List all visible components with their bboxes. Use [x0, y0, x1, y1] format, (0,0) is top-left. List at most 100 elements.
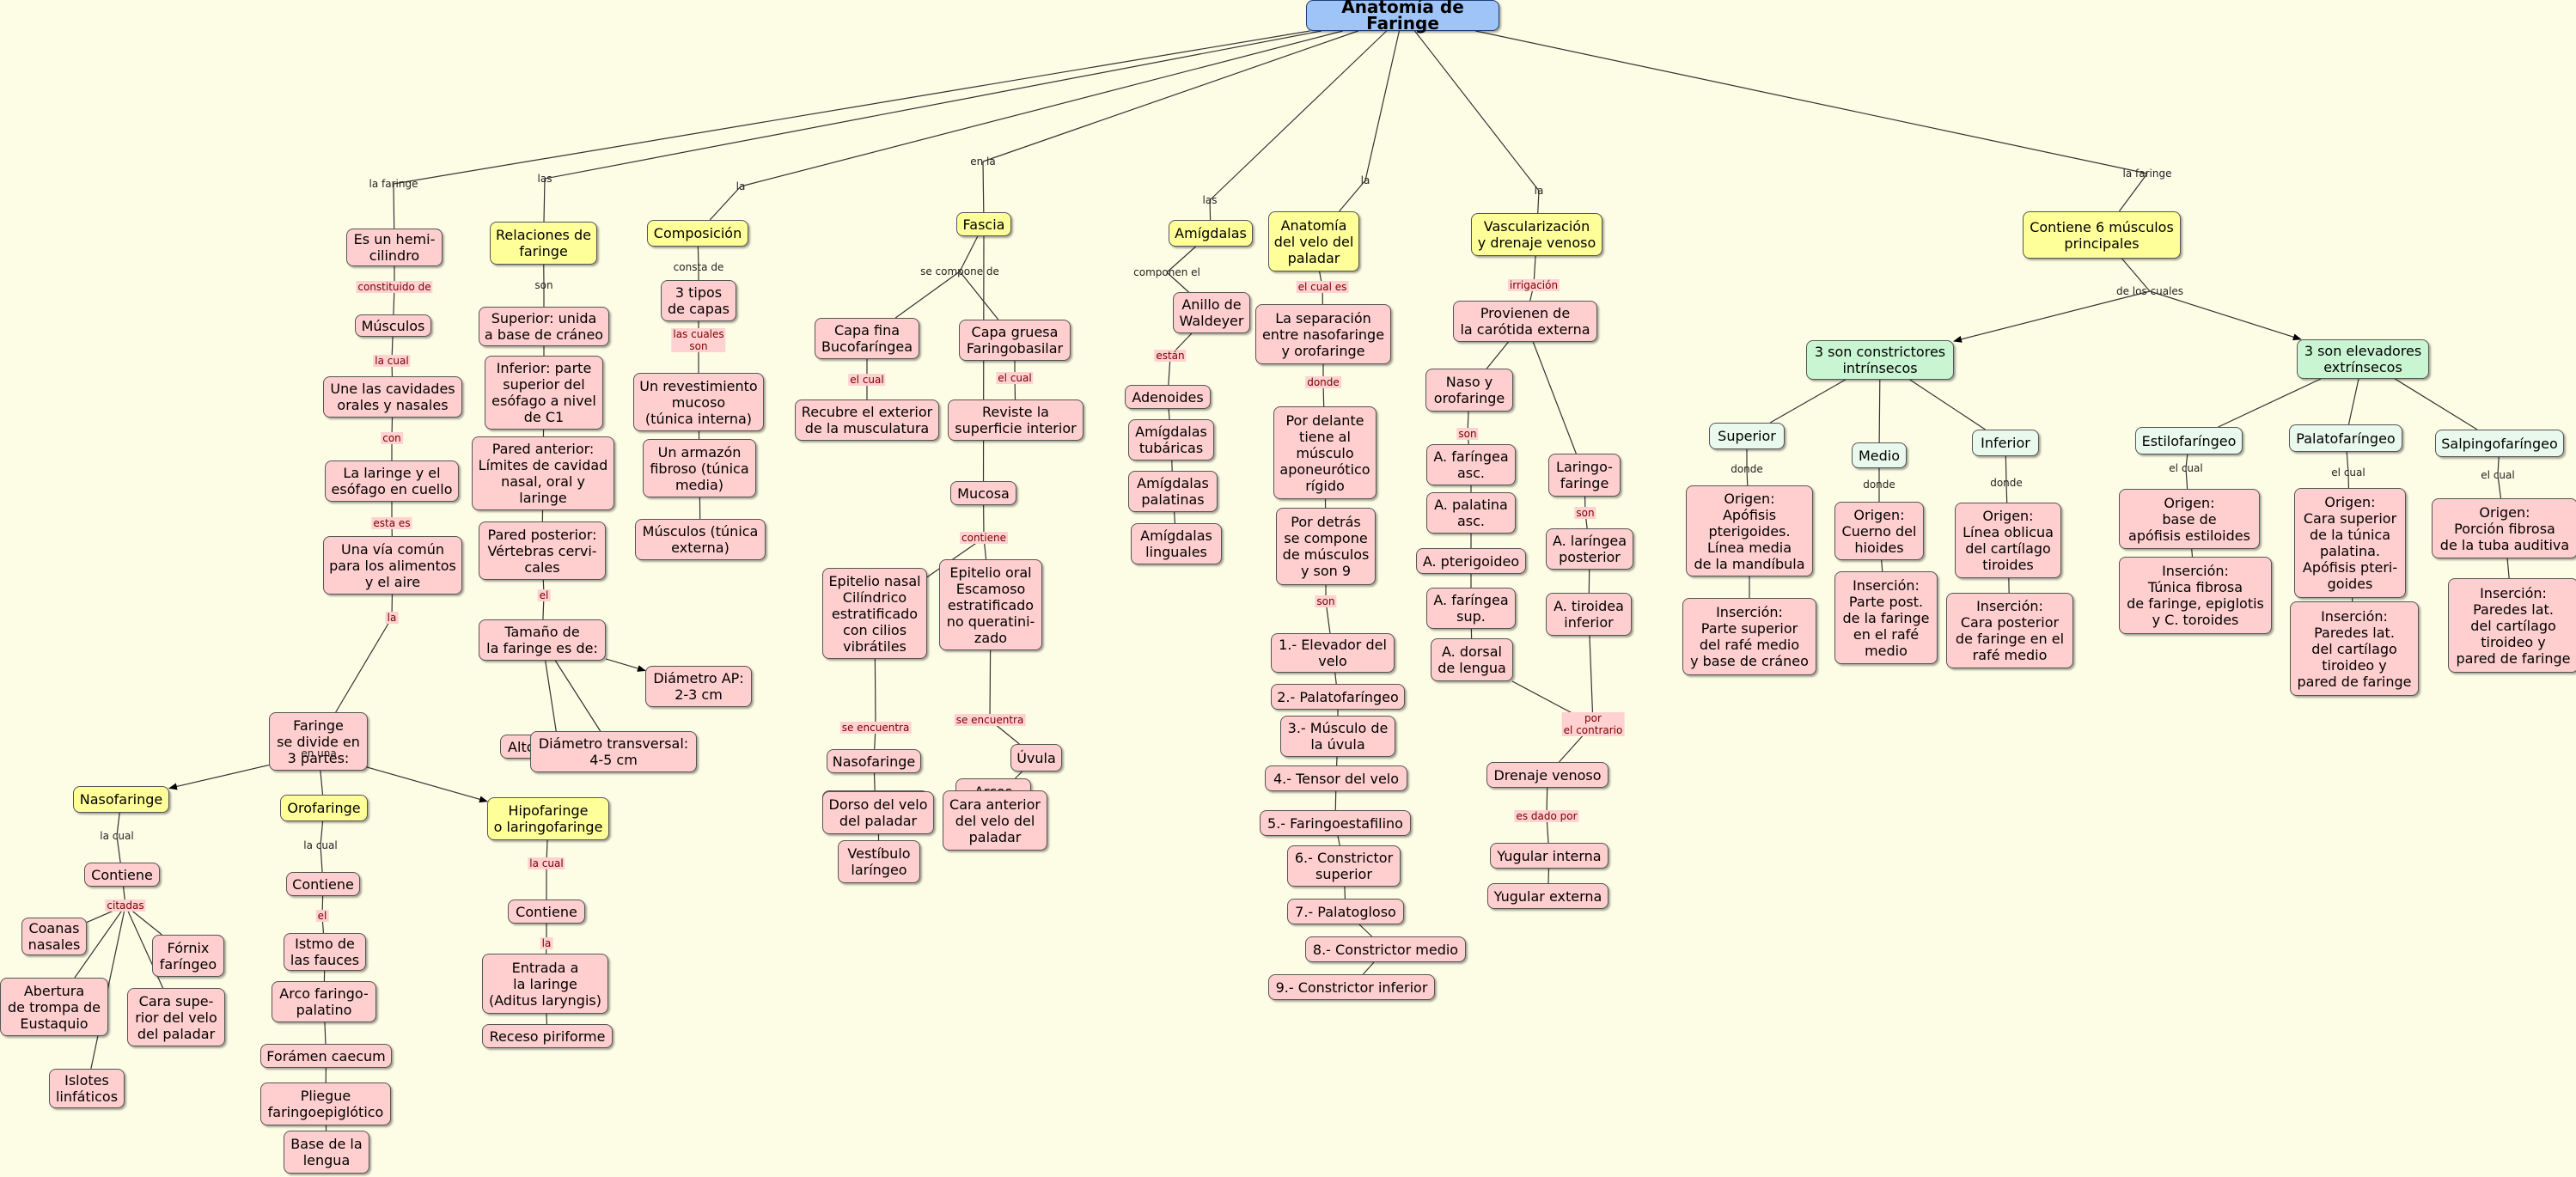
concept-fornix: Fórnix faríngeo	[152, 935, 224, 977]
connector-l-las1-relaciones	[543, 178, 546, 223]
connector-uvula-arcos	[1015, 771, 1023, 779]
connector-seis-l-deloscuales	[2121, 258, 2151, 292]
concept-m-naso: Nasofaringe	[827, 749, 921, 773]
concept-pal-in: Inserción: Paredes lat. del cartílago ti…	[2290, 601, 2419, 696]
concept-capas: 3 tipos de capas	[661, 280, 736, 321]
link-label-l-secompone: se compone de	[920, 265, 999, 277]
connector-elev-salpingo	[2395, 378, 2478, 430]
concept-adenoides: Adenoides	[1125, 385, 1211, 409]
link-label-l-elcual-f: el cual	[848, 374, 886, 386]
connector-m-naso-trompa	[873, 772, 876, 791]
concept-islotes: Islotes linfáticos	[49, 1069, 125, 1108]
concept-salpingo: Salpingofaríngeo	[2435, 430, 2564, 457]
concept-m6: 6.- Constrictor superior	[1287, 845, 1401, 887]
connector-l-lacual-naso-naso-cont	[116, 835, 121, 863]
concept-elev: 3 son elevadores extrínsecos	[2297, 339, 2429, 379]
concept-med: Medio	[1852, 442, 1907, 468]
concept-pliegue: Pliegue faringoepiglótico	[260, 1082, 391, 1125]
connector-m8-m9	[1363, 961, 1375, 975]
concept-fascia: Fascia	[956, 212, 1011, 236]
link-label-l-elcuales: el cual es	[1296, 281, 1349, 293]
connector-tamano-diam-tr	[554, 660, 601, 732]
connector-est-or-est-in	[2191, 548, 2194, 558]
connector-m5-m6	[1337, 835, 1340, 846]
concept-reviste: Reviste la superficie interior	[948, 399, 1084, 441]
connector-l-componenel-waldeyer	[1166, 271, 1189, 293]
concept-hipo: Hipofaringe o laringofaringe	[487, 797, 609, 840]
concept-waldeyer: Anillo de Waldeyer	[1173, 292, 1250, 333]
concept-a-pter: A. pterigoideo	[1416, 548, 1526, 574]
concept-composicion: Composición	[647, 220, 748, 247]
connector-l-la1-composicion	[709, 186, 742, 221]
concept-coanas: Coanas nasales	[21, 918, 87, 955]
connector-elev-palato	[2347, 378, 2359, 425]
link-label-l-lacual-naso: la cual	[100, 830, 134, 842]
connector-root-l-lafaringe2	[1475, 30, 2148, 174]
concept-sal-in: Inserción: Paredes lat. del cartílago ti…	[2448, 578, 2576, 673]
link-label-l-enla: en la	[970, 156, 996, 168]
concept-sup: Superior	[1709, 423, 1785, 449]
link-label-l-irrigacion: irrigación	[1507, 279, 1560, 291]
concept-seis: Contiene 6 músculos principales	[2023, 211, 2181, 259]
concept-naso-cont: Contiene	[84, 863, 160, 887]
concept-a-far-sup: A. faríngea sup.	[1426, 588, 1516, 629]
concept-a-lar-post: A. laríngea posterior	[1546, 528, 1633, 570]
concept-nasoyoro: Naso y orofaringe	[1425, 369, 1513, 412]
link-label-l-donde-s: donde	[1731, 463, 1763, 475]
connector-l-citadas-abertura	[74, 905, 126, 979]
connector-l-secompone-capa-gruesa	[959, 271, 999, 320]
connector-l-enla-fascia	[982, 161, 985, 213]
link-label-l-contiene-m: contiene	[960, 532, 1008, 544]
connector-root-l-la1	[740, 30, 1343, 187]
connector-l-la2-velo	[1339, 180, 1366, 212]
concept-velo: Anatomía del velo del paladar	[1268, 211, 1359, 271]
connector-composicion-l-consta	[697, 246, 699, 268]
connector-l-la3-vasc	[1537, 190, 1540, 214]
concept-pared-ant: Pared anterior: Límites de cavidad nasal…	[472, 436, 614, 510]
concept-mucoso: Un revestimiento mucoso (túnica interna)	[633, 373, 764, 431]
concept-carotida: Provienen de la carótida externa	[1453, 301, 1597, 342]
concept-cara-ant: Cara anterior del velo del paladar	[943, 790, 1047, 851]
connector-elev-estilo	[2218, 378, 2322, 428]
connector-inf-l-donde-i	[2005, 455, 2007, 484]
connector-carotida-nasoyoro	[1486, 341, 1509, 369]
concept-diam-ap: Diámetro AP: 2-3 cm	[645, 666, 752, 707]
concept-a-dorsal: A. dorsal de lengua	[1431, 638, 1513, 681]
connector-oro-l-lacual-oro	[320, 820, 324, 846]
link-label-l-lacual-hipo: la cual	[528, 857, 565, 869]
concept-m9: 9.- Constrictor inferior	[1268, 974, 1435, 1000]
concept-am-pal: Amígdalas palatinas	[1128, 471, 1218, 512]
concept-amigdalas: Amígdalas	[1169, 220, 1253, 247]
concept-yug-ext: Yugular externa	[1487, 883, 1608, 909]
map-title: Anatomía de Faringe	[1306, 0, 1499, 32]
connector-l-donde-s-sup-or	[1746, 468, 1749, 486]
connector-l-elcual-e-est-or	[2185, 467, 2188, 490]
concept-sal-or: Origen: Porción fibrosa de la tuba audit…	[2432, 498, 2576, 558]
concept-laringofar: Laringo- faringe	[1548, 454, 1621, 497]
concept-m7: 7.- Palatogloso	[1287, 899, 1404, 924]
connector-l-contiene-m-epi-nasal	[926, 537, 985, 578]
concept-hipo-cont: Contiene	[508, 900, 585, 924]
connector-m7-m8	[1358, 924, 1373, 937]
concept-m4: 4.- Tensor del velo	[1265, 765, 1407, 791]
concept-vasc: Vascularización y drenaje venoso	[1471, 213, 1602, 256]
concept-m8: 8.- Constrictor medio	[1305, 936, 1466, 962]
concept-tamano: Tamaño de la faringe es de:	[479, 619, 606, 661]
concept-dorso: Dorso del velo del paladar	[822, 791, 934, 834]
connector-sal-or-sal-in	[2506, 558, 2510, 579]
concept-delante: Por delante tiene al músculo aponeurótic…	[1273, 406, 1377, 499]
connector-yug-int-yug-ext	[1547, 868, 1550, 884]
concept-drenaje: Drenaje venoso	[1486, 762, 1608, 788]
link-label-l-seencuentra2: se encuentra	[954, 714, 1026, 726]
connector-arco-fp-foramen	[324, 1021, 327, 1045]
connector-carotida-laringofar	[1532, 341, 1577, 454]
connector-root-l-la2	[1364, 30, 1401, 181]
concept-entrada: Entrada a la laringe (Aditus laryngis)	[482, 954, 608, 1014]
concept-superior-rel: Superior: unida a base de cráneo	[479, 307, 609, 346]
connector-l-secompone-capa-fina	[894, 271, 961, 319]
link-label-l-lacual1: la cual	[373, 355, 411, 367]
concept-m2: 2.- Palatofaríngeo	[1271, 684, 1405, 710]
link-label-l-lacual-oro: la cual	[303, 839, 338, 851]
link-label-l-citadas: citadas	[105, 900, 146, 912]
concept-via: Una vía común para los alimentos y el ai…	[323, 536, 462, 595]
